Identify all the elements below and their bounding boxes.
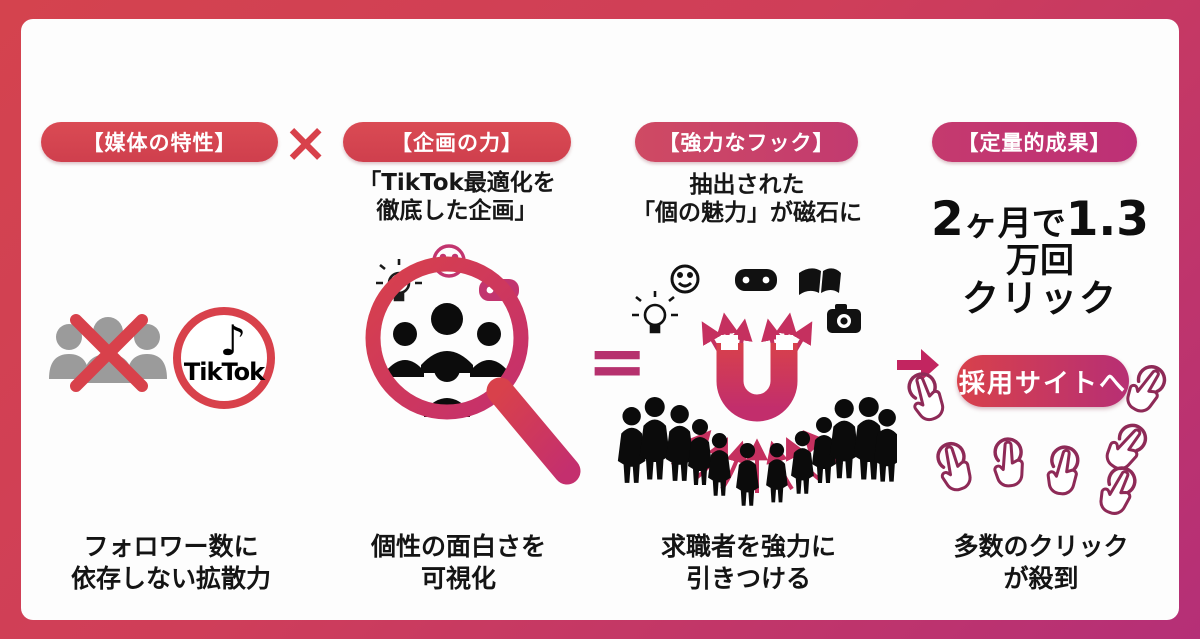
book-icon <box>799 268 841 295</box>
tiktok-logo: ♪ TikTok <box>173 307 275 409</box>
pill-planning-label: 【企画の力】 <box>391 131 523 155</box>
magnifier-ring <box>365 256 529 420</box>
gamepad-icon <box>735 269 777 291</box>
recruit-site-button[interactable]: 採用サイトへ <box>957 355 1129 407</box>
red-x-cross-icon <box>70 314 148 392</box>
pill-media-label: 【媒体の特性】 <box>82 131 237 155</box>
arrow-right-icon <box>897 349 939 381</box>
magnifier-handle <box>486 377 581 485</box>
click-hand-icon <box>1044 443 1082 498</box>
magnifier-illustration <box>365 244 581 485</box>
smiley-icon <box>670 264 700 294</box>
caption-media: フォロワー数に 依存しない拡散力 <box>70 532 271 593</box>
caption-hook: 求職者を強力に 引きつける <box>660 532 836 593</box>
tiktok-note-icon: ♪ <box>219 316 247 366</box>
magnet-icon <box>716 335 798 422</box>
pill-planning-power: 【企画の力】 <box>343 122 571 162</box>
pill-media-characteristics: 【媒体の特性】 <box>41 122 278 162</box>
caption-results: 多数のクリック が殺到 <box>953 532 1129 593</box>
click-hand-icon <box>991 436 1026 489</box>
caption-planning: 個性の面白さを 可視化 <box>370 532 546 593</box>
click-hand-icon <box>931 438 976 495</box>
planning-subtitle: 「TikTok最適化を 徹底した企画」 <box>358 170 556 225</box>
infographic-canvas: 【媒体の特性】 × 【企画の力】 【強力なフック】 【定量的成果】 「TikTo… <box>21 19 1179 620</box>
equals-operator: = <box>587 319 648 403</box>
tiktok-wordmark: TikTok <box>183 357 265 386</box>
lightbulb-icon <box>632 291 678 334</box>
pill-hook-label: 【強力なフック】 <box>658 131 835 155</box>
hook-subtitle: 抽出された 「個の魅力」が磁石に <box>632 172 862 227</box>
pill-quantitative-results: 【定量的成果】 <box>932 122 1137 162</box>
pill-results-label: 【定量的成果】 <box>957 131 1112 155</box>
pill-powerful-hook: 【強力なフック】 <box>635 122 858 162</box>
multiply-operator: × <box>283 111 329 174</box>
magnet-illustration <box>617 264 897 506</box>
camera-icon <box>827 304 861 333</box>
results-headline: 2ヶ月で1.3万回 クリック <box>931 192 1149 321</box>
